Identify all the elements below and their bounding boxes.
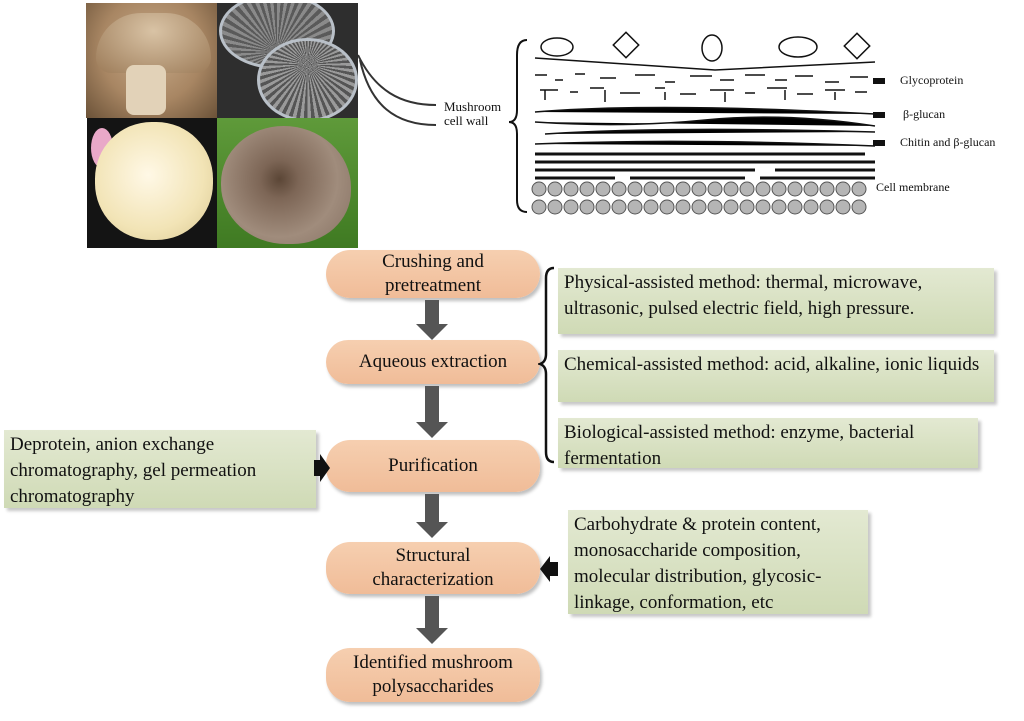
scaly-brown-mushroom-photo [217,118,358,248]
layer-arrows [873,78,885,146]
extraction-bracket [538,266,555,464]
white-cauliflower-mushroom-photo [87,118,217,248]
purification-methods-box: Deprotein, anion exchange chromatography… [4,430,316,508]
connector-lines [357,54,437,126]
step-structural-characterization: Structural characterization [326,542,540,594]
chemical-method-box: Chemical-assisted method: acid, alkaline… [558,350,994,402]
step-identified-polysaccharides: Identified mushroom polysaccharides [326,648,540,702]
cell-membrane-label: Cell membrane [876,180,950,194]
characterization-methods-box: Carbohydrate & protein content, monosacc… [568,510,868,614]
beta-glucan-label: β-glucan [903,107,946,121]
arrow-right-icon [314,454,330,482]
arrow-down-icon [416,494,448,538]
arrow-down-icon [416,596,448,644]
shiitake-mushroom-photo [86,3,217,118]
step-label: Crushing and pretreatment [382,251,484,296]
step-crushing-pretreatment: Crushing and pretreatment [326,250,540,298]
glycoprotein-label: Glycoprotein [900,73,964,87]
step-label: Structural characterization [372,545,494,590]
arrow-down-icon [416,300,448,340]
arrow-left-icon [540,556,558,582]
step-label: Purification [388,455,478,476]
physical-method-box: Physical-assisted method: thermal, micro… [558,268,994,334]
split-gill-mushroom-photo [217,3,358,118]
step-purification: Purification [326,440,540,492]
arrow-down-icon [416,386,448,438]
biological-method-box: Biological-assisted method: enzyme, bact… [558,418,978,469]
chitin-beta-glucan-label: Chitin and β-glucan [900,135,996,149]
step-label: Aqueous extraction [358,351,508,372]
lipid-bilayer [531,181,867,215]
cell-wall-brace [508,39,528,213]
cell-wall-label: Mushroom cell wall [444,99,502,128]
step-label: Identified mushroom polysaccharides [353,652,513,697]
step-aqueous-extraction: Aqueous extraction [326,340,540,384]
cell-wall-diagram [508,31,885,215]
